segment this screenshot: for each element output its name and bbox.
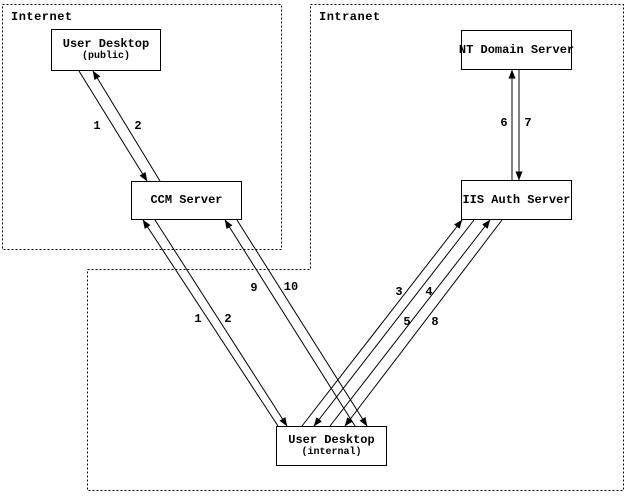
internet-zone-label: Internet <box>11 10 73 24</box>
step-label-ccm-to-public: 2 <box>134 119 142 133</box>
arrow-internal-desktop-to-ccm-9 <box>224 219 356 427</box>
step-label-internal-to-ccm-1: 1 <box>194 312 202 326</box>
arrow-internal-desktop-to-iis-3 <box>301 219 463 427</box>
step-label-iis-to-internal-4: 4 <box>425 285 433 299</box>
node-title: User Desktop <box>288 433 375 447</box>
node-subtitle: (internal) <box>301 447 362 458</box>
node-title: User Desktop <box>62 37 150 51</box>
step-label-ccm-to-internal-2: 2 <box>224 312 232 326</box>
node-title: NT Domain Server <box>458 42 575 57</box>
node-user-desktop-internal: User Desktop (internal) <box>276 426 387 466</box>
arrow-internal-desktop-to-iis-5 <box>329 219 491 427</box>
arrow-iis-to-internal-desktop-4 <box>313 219 475 427</box>
step-label-iis-to-nt-6: 6 <box>500 116 508 130</box>
step-label-iis-to-internal-8: 8 <box>431 315 439 329</box>
intranet-zone-border <box>87 4 624 491</box>
node-subtitle: (public) <box>81 51 130 62</box>
arrow-ccm-to-public-desktop <box>92 70 161 182</box>
node-title: IIS Auth Server <box>462 192 571 207</box>
arrow-internal-desktop-to-ccm-1 <box>142 219 279 427</box>
node-ccm-server: CCM Server <box>131 181 242 220</box>
step-label-public-to-ccm: 1 <box>93 119 101 133</box>
node-title: CCM Server <box>150 193 223 207</box>
internet-zone-border <box>2 4 282 250</box>
arrow-ccm-to-internal-desktop-2 <box>154 219 288 427</box>
step-label-nt-to-iis-7: 7 <box>524 116 532 130</box>
arrow-iis-to-internal-desktop-8 <box>344 219 503 427</box>
intranet-zone-label: Intranet <box>319 10 381 24</box>
node-iis-auth-server: IIS Auth Server <box>461 180 572 220</box>
arrow-public-desktop-to-ccm <box>78 70 148 182</box>
step-label-internal-to-iis-5: 5 <box>403 315 411 329</box>
step-label-ccm-to-internal-10: 10 <box>283 280 299 294</box>
step-label-internal-to-iis-3: 3 <box>395 285 403 299</box>
node-nt-domain-server: NT Domain Server <box>458 30 575 70</box>
step-label-internal-to-ccm-9: 9 <box>250 281 258 295</box>
arrow-ccm-to-internal-desktop-10 <box>236 219 368 427</box>
node-user-desktop-public: User Desktop (public) <box>51 29 161 71</box>
